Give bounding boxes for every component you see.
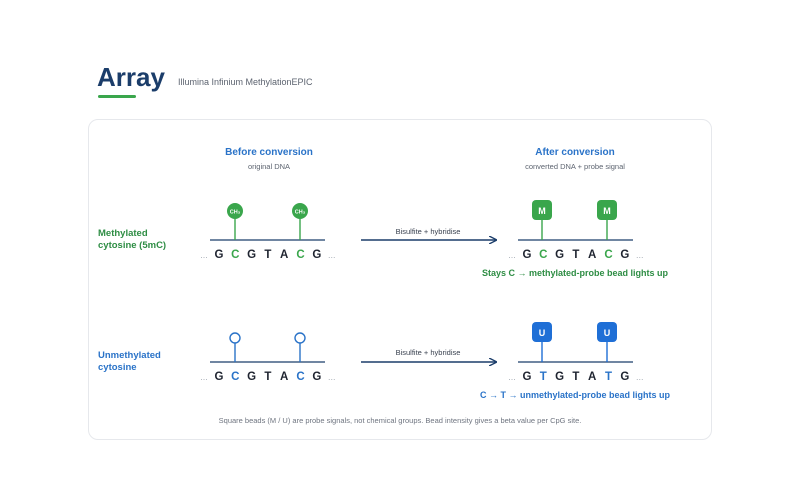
- page-subtitle: Illumina Infinium MethylationEPIC: [178, 77, 313, 87]
- unmethylated-row-label: Unmethylated cytosine: [98, 350, 161, 374]
- methylated-before-base-1: G: [215, 249, 224, 261]
- unmethylated-probe-bead-2: U: [597, 322, 617, 362]
- unmethylated-arrow-label: Bisulfite + hybridise: [395, 348, 461, 357]
- methyl-mark-2: CH₃: [292, 203, 308, 240]
- methylated-after-base-4: T: [572, 249, 579, 261]
- methylated-after-base-2: C: [539, 249, 547, 261]
- unmethylated-before-ellipsis-left: ...: [200, 372, 208, 382]
- methylated-after-base-7: G: [620, 249, 629, 261]
- unmethylated-after-base-2: T: [540, 371, 547, 383]
- unmethylated-probe-bead-1-label: U: [539, 328, 546, 338]
- unmethylated-after-base-3: G: [555, 371, 564, 383]
- before-conversion-title: Before conversion: [225, 147, 313, 158]
- unmethylated-site-marker-1: [229, 332, 241, 362]
- methylated-after-base-3: G: [555, 249, 564, 261]
- methylated-before-base-5: A: [280, 249, 288, 261]
- methyl-mark-1: CH₃: [227, 203, 243, 240]
- methylated-before-ellipsis-right: ...: [328, 250, 336, 260]
- diagram-panel: [88, 119, 712, 440]
- methylated-label-line2: cytosine (5mC): [98, 240, 167, 251]
- methylated-after-base-5: A: [588, 249, 596, 261]
- methylated-after-base-6: C: [604, 249, 612, 261]
- methylated-result-text: Stays C → methylated-probe bead lights u…: [481, 268, 669, 278]
- unmethylated-before-base-6: C: [296, 371, 304, 383]
- unmethylated-after-ellipsis-left: ...: [508, 372, 516, 382]
- methyl-mark-1-label: CH₃: [230, 210, 241, 216]
- unmethylated-result-text: C → T → unmethylated-probe bead lights u…: [479, 390, 670, 400]
- page-title: Array: [97, 62, 165, 92]
- unmethylated-label-line2: cytosine: [98, 362, 137, 373]
- unmethylated-before-base-3: G: [247, 371, 256, 383]
- unmethylated-before-base-2: C: [231, 371, 239, 383]
- after-conversion-subtitle: converted DNA + probe signal: [525, 162, 625, 171]
- unmethylated-after-ellipsis-right: ...: [636, 372, 644, 382]
- methylated-probe-bead-2: M: [597, 200, 617, 240]
- unmethylated-after-base-6: T: [605, 371, 612, 383]
- title-underline: [98, 95, 136, 98]
- methylated-arrow-label: Bisulfite + hybridise: [395, 227, 461, 236]
- before-conversion-subtitle: original DNA: [247, 162, 291, 171]
- methylated-before-base-3: G: [247, 249, 256, 261]
- unmethylated-after-base-5: A: [588, 371, 596, 383]
- methylated-probe-bead-2-label: M: [603, 206, 611, 216]
- methylated-before-base-4: T: [264, 249, 271, 261]
- methylated-before-base-7: G: [312, 249, 321, 261]
- methylated-label-line1: Methylated: [98, 228, 148, 239]
- unmethylated-before-ellipsis-right: ...: [328, 372, 336, 382]
- unmethylated-site-marker-2: [294, 332, 306, 362]
- methylated-before-base-2: C: [231, 249, 239, 261]
- unmethylated-after-base-4: T: [572, 371, 579, 383]
- unmethylated-before-base-5: A: [280, 371, 288, 383]
- methylated-probe-bead-1-label: M: [538, 206, 546, 216]
- methylated-row-label: Methylated cytosine (5mC): [98, 228, 166, 252]
- methylated-before-base-6: C: [296, 249, 304, 261]
- unmethylated-probe-bead-1: U: [532, 322, 552, 362]
- unmethylated-before-base-4: T: [264, 371, 271, 383]
- methylated-probe-bead-1: M: [532, 200, 552, 240]
- unmethylated-before-base-1: G: [215, 371, 224, 383]
- methylated-before-ellipsis-left: ...: [200, 250, 208, 260]
- after-conversion-title: After conversion: [535, 147, 615, 158]
- methylated-after-ellipsis-left: ...: [508, 250, 516, 260]
- footnote: Square beads (M / U) are probe signals, …: [218, 416, 582, 425]
- unmethylated-after-base-7: G: [620, 371, 629, 383]
- unmethylated-probe-bead-2-label: U: [604, 328, 611, 338]
- unmethylated-after-base-1: G: [523, 371, 532, 383]
- methyl-mark-2-label: CH₃: [295, 210, 306, 216]
- unmethylated-label-line1: Unmethylated: [98, 350, 161, 361]
- methylated-after-base-1: G: [523, 249, 532, 261]
- unmethylated-before-base-7: G: [312, 371, 321, 383]
- methylated-after-ellipsis-right: ...: [636, 250, 644, 260]
